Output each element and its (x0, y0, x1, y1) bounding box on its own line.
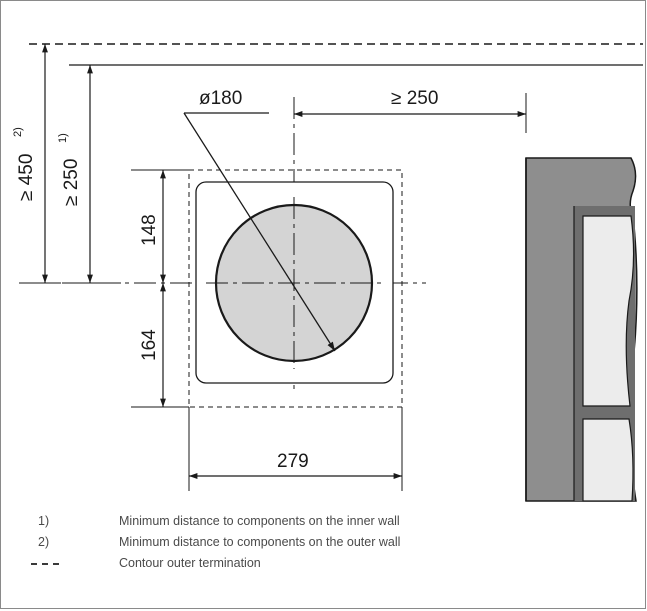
legend-marker-2: 2) (38, 535, 50, 549)
inner-clearance-label: ≥ 250 (61, 159, 82, 206)
dashed-line-icon (31, 563, 59, 565)
side-clearance-label: ≥ 250 (391, 88, 438, 109)
outer-clearance-note: 2) (12, 127, 24, 137)
lower-offset-label: 164 (139, 329, 160, 361)
outer-clearance-label: ≥ 450 (16, 154, 37, 201)
legend-item-2: 2) Minimum distance to components on the… (23, 532, 623, 553)
legend-text-3: Contour outer termination (119, 556, 261, 570)
legend: 1) Minimum distance to components on the… (23, 511, 623, 574)
legend-item-1: 1) Minimum distance to components on the… (23, 511, 623, 532)
legend-item-3: Contour outer termination (23, 553, 623, 574)
upper-offset-label: 148 (139, 214, 160, 246)
wall-section (525, 157, 638, 502)
legend-text-1: Minimum distance to components on the in… (119, 514, 400, 528)
diameter-arrow (183, 112, 336, 352)
legend-text-2: Minimum distance to components on the ou… (119, 535, 401, 549)
legend-marker-1: 1) (38, 514, 50, 528)
width-label: 279 (277, 451, 309, 472)
inner-clearance-note: 1) (57, 133, 69, 143)
diameter-label: ø180 (199, 88, 242, 109)
